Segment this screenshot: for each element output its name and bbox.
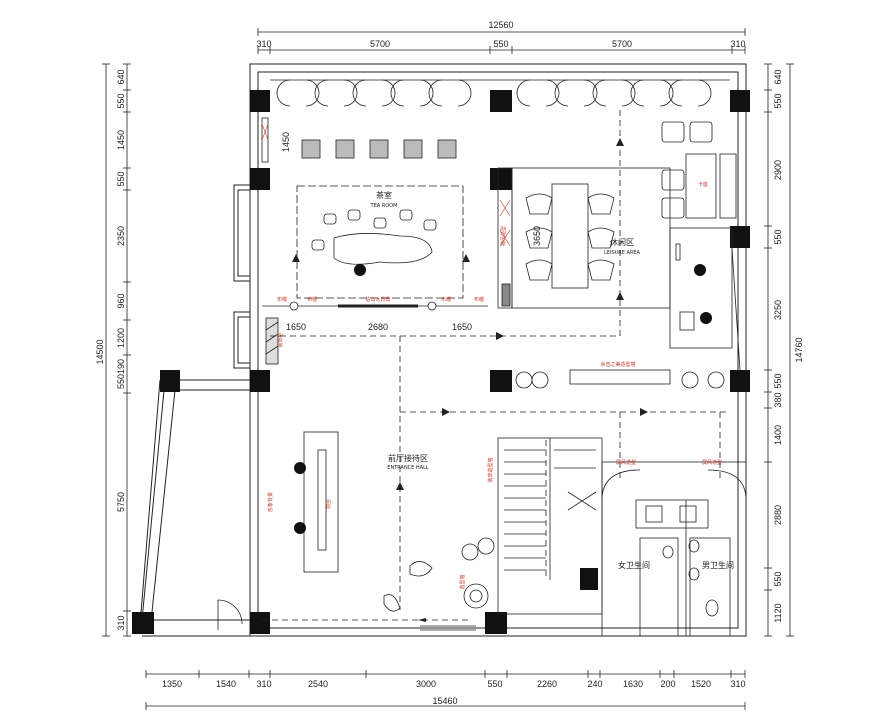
- bottom-dim-4: 2540: [308, 679, 328, 689]
- bottom-dimensions: [145, 670, 746, 710]
- left-dim-5: 2350: [116, 226, 126, 246]
- top-chair-row: [270, 79, 730, 107]
- female-restroom-label: 女卫生间: [618, 560, 650, 570]
- right-dim-5: 3250: [773, 300, 783, 320]
- bottom-total-dimension: 15460: [432, 696, 457, 706]
- right-dim-7: 380: [773, 392, 783, 407]
- right-dim-10: 550: [773, 571, 783, 586]
- left-dim-8: 550190: [116, 359, 126, 389]
- columns: [132, 90, 750, 634]
- screen-label-4: 布幔: [474, 296, 484, 303]
- male-restroom-label: 男卫生间: [702, 560, 734, 570]
- bottom-dim-10: 200: [660, 679, 675, 689]
- right-dim-1: 640: [773, 69, 783, 84]
- bottom-dim-2: 1540: [216, 679, 236, 689]
- reception-person-1: [294, 462, 306, 474]
- tea-room-title: 茶室: [376, 190, 392, 200]
- top-dim-1: 310: [256, 39, 271, 49]
- tea-room: [262, 139, 488, 311]
- left-dimensions: [102, 63, 131, 637]
- tea-width-1: 1650: [286, 322, 306, 332]
- partition-decor: [261, 123, 511, 247]
- top-dim-3: 550: [493, 39, 508, 49]
- top-dim-2: 5700: [370, 39, 390, 49]
- reception-person-2: [294, 522, 306, 534]
- bottom-dim-9: 1630: [623, 679, 643, 689]
- restrooms: [601, 461, 747, 637]
- leisure-title: 休闲区: [610, 237, 634, 247]
- left-total-dimension: 14500: [95, 339, 105, 364]
- leisure-area: [497, 121, 741, 371]
- tea-width-2: 2680: [368, 322, 388, 332]
- leisure-inner-dimension: 3650: [532, 226, 542, 246]
- top-dim-5: 310: [730, 39, 745, 49]
- decor-cabinet-label: 装饰柜: [277, 332, 284, 347]
- bottom-dim-11: 1520: [691, 679, 711, 689]
- screen-label-1: 布幔: [277, 296, 287, 303]
- entrance-subtitle: ENTRANCE HALL: [387, 465, 429, 471]
- right-dimensions: [764, 63, 794, 637]
- bottom-dim-8: 240: [587, 679, 602, 689]
- right-dim-4: 550: [773, 229, 783, 244]
- left-dim-10: 310: [116, 615, 126, 630]
- right-dim-2: 550: [773, 93, 783, 108]
- right-dim-11: 1120: [773, 603, 783, 622]
- left-dim-3: 1450: [116, 130, 126, 150]
- right-dim-6: 550: [773, 373, 783, 388]
- top-dim-4: 5700: [612, 39, 632, 49]
- flow-arrows: [292, 138, 648, 622]
- display-wall: [515, 369, 725, 389]
- tea-width-3: 1650: [452, 322, 472, 332]
- bottom-dim-6: 550: [487, 679, 502, 689]
- left-dim-2: 550: [116, 93, 126, 108]
- screen-label-2: 布幔: [307, 296, 317, 303]
- bottom-dim-12: 310: [730, 679, 745, 689]
- right-dim-8: 1400: [773, 425, 783, 445]
- wc-screen-label-left: 屏风造型: [616, 459, 636, 466]
- leisure-person-2: [700, 312, 712, 324]
- bottom-dim-7: 2260: [537, 679, 557, 689]
- left-dim-9: 5750: [116, 492, 126, 512]
- display-wall-label: 余音之美造型墙: [600, 361, 635, 368]
- left-dim-4: 550: [116, 171, 126, 186]
- inner-left-dimension: 1450: [281, 132, 291, 152]
- bottom-dim-3: 310: [256, 679, 271, 689]
- tea-room-person: [354, 264, 366, 276]
- right-total-dimension: 14760: [794, 337, 804, 362]
- left-dim-6: 960: [116, 293, 126, 308]
- top-dimensions: [257, 28, 746, 54]
- stair-wall-label: 装饰造型墙: [487, 457, 494, 482]
- left-decor: [261, 117, 279, 365]
- entrance-door: [217, 599, 243, 630]
- left-dim-1: 640: [116, 69, 126, 84]
- wc-screen-label-right: 屏风造型: [702, 459, 722, 466]
- mountain-wall-label: 枯山水背景: [365, 296, 390, 303]
- reception-wall-label: 形象背景: [267, 492, 274, 512]
- bottom-dim-5: 3000: [416, 679, 436, 689]
- left-dim-7: 1200: [116, 328, 126, 348]
- entrance-title: 前厅接待区: [388, 453, 428, 463]
- right-dim-3: 2900: [773, 160, 783, 180]
- counter-label: 卡座: [698, 181, 708, 188]
- bottom-dim-1: 1350: [162, 679, 182, 689]
- screen-label-3: 布幔: [441, 296, 451, 303]
- entrance-hall: [303, 431, 495, 631]
- tea-room-subtitle: TEA ROOM: [370, 203, 398, 209]
- right-dim-9: 2880: [773, 505, 783, 525]
- front-desk-label: 前台: [325, 499, 332, 509]
- lean-wall-label: 造型墙: [459, 574, 466, 589]
- leisure-subtitle: LEISURE AREA: [604, 250, 641, 256]
- leisure-person-1: [694, 264, 706, 276]
- top-total-dimension: 12560: [488, 20, 513, 30]
